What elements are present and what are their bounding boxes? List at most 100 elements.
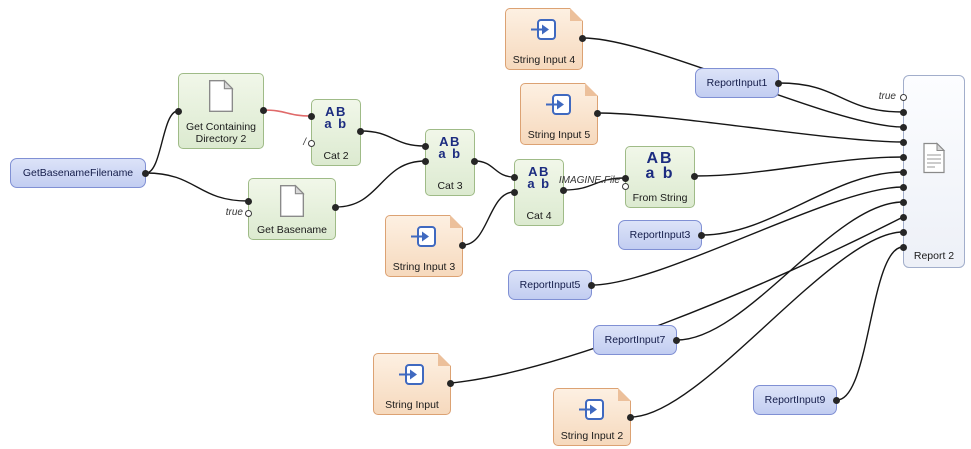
ab-icon-line2: a b (645, 165, 675, 183)
port-get-basename-2[interactable] (332, 204, 339, 211)
port-get-basename-0[interactable] (245, 198, 252, 205)
port-get-containing-directory-2-0[interactable] (175, 108, 182, 115)
string-input-label: String Input (385, 398, 439, 411)
port-reportinput9-0[interactable] (833, 397, 840, 404)
edge-get-basename-to-cat-3[interactable] (335, 160, 426, 208)
ab-icon-line1: AB (646, 150, 674, 167)
port-cat-3-1[interactable] (422, 158, 429, 165)
node-get-basename[interactable]: Get Basename (245, 178, 339, 240)
node-reportinput7[interactable]: ReportInput7 (593, 325, 680, 355)
edge-reportinput9-to-report-2[interactable] (836, 246, 904, 401)
port-reportinput7-0[interactable] (673, 337, 680, 344)
edge-get-containing-directory-2-to-cat-2[interactable] (262, 109, 312, 117)
node-string-input-3[interactable]: String Input 3 (385, 215, 466, 277)
port-get-containing-directory-2-1[interactable] (260, 107, 267, 114)
get-basename-label: Get Basename (256, 223, 328, 236)
port-cat-4-0[interactable] (511, 174, 518, 181)
unconnected-port-from-string-1[interactable] (622, 183, 629, 190)
node-reportinput5[interactable]: ReportInput5 (508, 270, 595, 300)
node-reportinput9[interactable]: ReportInput9 (753, 385, 840, 415)
port-report-2-1[interactable] (900, 109, 907, 116)
edge-getbasenamefilename-to-get-containing-directory-2[interactable] (145, 110, 179, 174)
node-reportinput3[interactable]: ReportInput3 (618, 220, 705, 250)
port-report-2-9[interactable] (900, 229, 907, 236)
port-string-input-5-0[interactable] (594, 110, 601, 117)
ab-icon-line1: AB (528, 164, 550, 179)
cat-2-label: Cat 2 (323, 149, 349, 162)
reportinput9-label: ReportInput9 (764, 393, 826, 406)
edge-string-input-3-to-cat-4[interactable] (462, 191, 515, 246)
port-string-input-3-0[interactable] (459, 242, 466, 249)
ab-icon-line1: AB (325, 104, 347, 119)
reportinput7-label: ReportInput7 (604, 333, 666, 346)
port-cat-4-1[interactable] (511, 189, 518, 196)
edge-cat-4-to-from-string[interactable] (563, 177, 626, 191)
port-report-2-2[interactable] (900, 124, 907, 131)
port-from-string-2[interactable] (691, 173, 698, 180)
port-string-input-0[interactable] (447, 380, 454, 387)
port-cat-2-2[interactable] (357, 128, 364, 135)
port-cat-2-0[interactable] (308, 113, 315, 120)
node-get-containing-directory-2[interactable]: Get Containing Directory 2 (175, 73, 267, 149)
edge-string-input-to-report-2[interactable] (450, 216, 904, 384)
report-document-icon (921, 142, 947, 174)
port-cat-3-2[interactable] (471, 158, 478, 165)
edge-reportinput1-to-report-2[interactable] (778, 82, 904, 113)
port-cat-3-0[interactable] (422, 143, 429, 150)
unconnected-port-report-2-0[interactable] (900, 94, 907, 101)
import-arrow-icon (529, 15, 559, 45)
node-reportinput1[interactable]: ReportInput1 (695, 68, 782, 98)
port-report-2-6[interactable] (900, 184, 907, 191)
document-icon (206, 79, 236, 113)
document-icon (277, 184, 307, 218)
edge-reportinput3-to-report-2[interactable] (701, 171, 904, 236)
import-arrow-icon (577, 395, 607, 425)
edge-from-string-to-report-2[interactable] (694, 156, 904, 177)
port-report-2-7[interactable] (900, 199, 907, 206)
edge-cat-2-to-cat-3[interactable] (360, 130, 426, 147)
port-report-2-8[interactable] (900, 214, 907, 221)
unconnected-port-cat-2-1[interactable] (308, 140, 315, 147)
port-string-input-4-0[interactable] (579, 35, 586, 42)
reportinput1-label: ReportInput1 (706, 76, 768, 89)
unconnected-port-get-basename-1[interactable] (245, 210, 252, 217)
edge-string-input-5-to-report-2[interactable] (597, 112, 904, 143)
port-report-2-4[interactable] (900, 154, 907, 161)
node-report-2[interactable]: Report 2 (900, 75, 965, 268)
import-arrow-icon (397, 360, 427, 390)
port-report-2-5[interactable] (900, 169, 907, 176)
port-report-2-10[interactable] (900, 244, 907, 251)
node-string-input[interactable]: String Input (373, 353, 454, 415)
node-getbasenamefilename[interactable]: GetBasenameFilename (10, 158, 149, 188)
from-string-label: From String (632, 191, 688, 204)
port-cat-4-2[interactable] (560, 187, 567, 194)
node-string-input-2[interactable]: String Input 2 (553, 388, 634, 446)
reportinput3-label: ReportInput3 (629, 228, 691, 241)
port-reportinput3-0[interactable] (698, 232, 705, 239)
string-input-4-label: String Input 4 (512, 53, 576, 66)
port-from-string-0[interactable] (622, 175, 629, 182)
edge-reportinput5-to-report-2[interactable] (591, 186, 904, 286)
port-report-2-3[interactable] (900, 139, 907, 146)
import-arrow-icon (409, 222, 439, 252)
port-reportinput5-0[interactable] (588, 282, 595, 289)
port-reportinput1-0[interactable] (775, 80, 782, 87)
edge-string-input-2-to-report-2[interactable] (630, 231, 904, 418)
ab-icon-line1: AB (439, 134, 461, 149)
cat-3-label: Cat 3 (437, 179, 463, 192)
node-string-input-4[interactable]: String Input 4 (505, 8, 586, 70)
edge-getbasenamefilename-to-get-basename[interactable] (145, 172, 249, 202)
port-string-input-2-0[interactable] (627, 414, 634, 421)
edge-cat-3-to-cat-4[interactable] (474, 160, 515, 178)
node-string-input-5[interactable]: String Input 5 (520, 83, 601, 145)
port-getbasenamefilename-0[interactable] (142, 170, 149, 177)
